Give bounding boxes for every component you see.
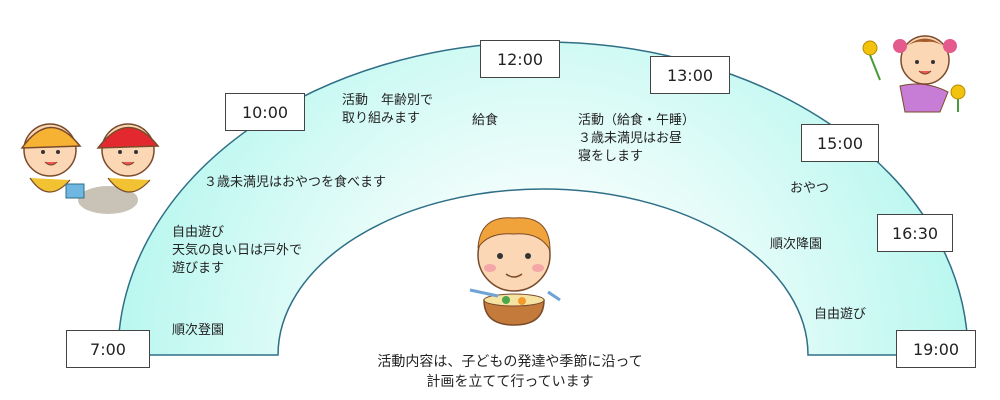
time-box-16-30: 16:30	[877, 214, 953, 252]
child-eating-illustration	[469, 217, 561, 326]
activity-snack: おやつ	[790, 181, 830, 196]
activity-age-groups: 活動 年齢別で 取り組みます	[342, 93, 434, 126]
activity-free-play-evening: 自由遊び	[814, 307, 867, 322]
footer-note: 活動内容は、子どもの発達や季節に沿って 計画を立てて行っています	[377, 354, 643, 390]
time-box-12-00: 12:00	[480, 40, 560, 78]
activity-lunch-nap: 活動（給食・午睡） ３歳未満児はお昼 寝をします	[578, 113, 696, 164]
activity-lunch: 給食	[472, 113, 499, 128]
time-box-15-00: 15:00	[801, 124, 879, 162]
time-box-13-00: 13:00	[650, 56, 730, 94]
children-playing-illustration	[20, 123, 160, 214]
girl-with-flowers-illustration	[862, 35, 966, 113]
activity-arrival: 順次登園	[172, 323, 225, 338]
time-box-19-00: 19:00	[896, 330, 976, 368]
activity-snack-under3: ３歳未満児はおやつを食べます	[204, 175, 387, 190]
activity-free-play: 自由遊び 天気の良い日は戸外で 遊びます	[172, 225, 303, 276]
activity-departure: 順次降園	[770, 237, 823, 252]
time-box-10-00: 10:00	[225, 93, 305, 131]
time-box-7-00: 7:00	[66, 330, 150, 368]
